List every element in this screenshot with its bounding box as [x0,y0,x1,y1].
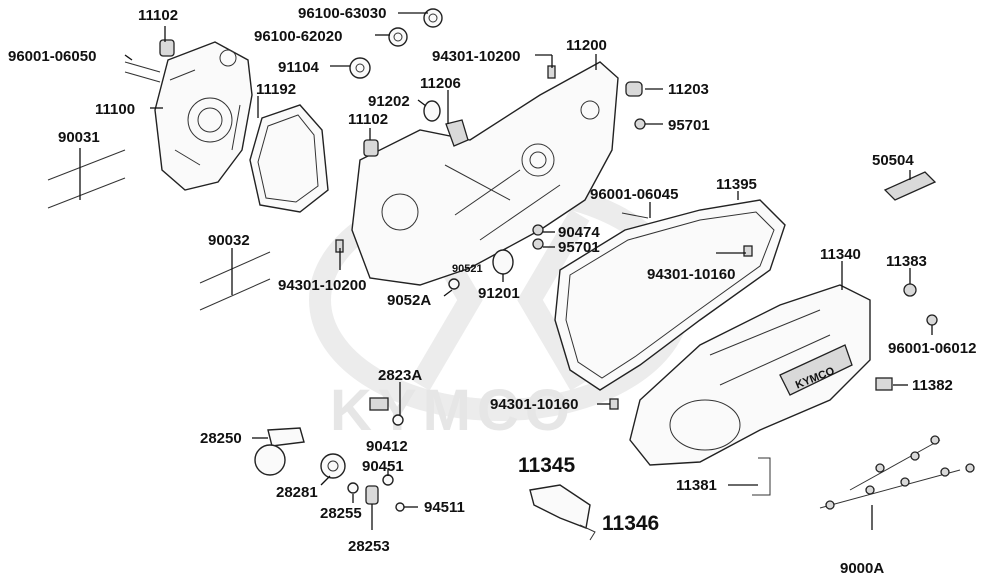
studs-90032 [199,251,271,311]
label-11382: 11382 [912,377,953,394]
bolt-95701-mid [532,238,544,250]
label-2823A: 2823A [378,367,422,384]
label-28281: 28281 [276,484,318,501]
spindle-2823A [369,397,389,411]
filter-50504 [883,171,937,201]
label-11395: 11395 [716,176,757,193]
studs-90031 [47,149,126,209]
seal-91201 [492,249,514,275]
bearing-91104 [349,57,371,79]
seal-91202 [423,100,441,122]
label-28253: 28253 [348,538,390,555]
gear-28281 [320,453,346,479]
label-90521: 90521 [452,263,483,275]
bushing-11102-mid [363,139,379,157]
bolt-96001-06012 [926,314,938,326]
bolt-96001-06050 [124,61,161,83]
bolt-set-9000A [819,435,975,510]
bracket-11381 [752,457,771,496]
bracket-11206 [445,119,469,147]
label-11345: 11345 [518,454,576,477]
label-96100-62020: 96100-62020 [254,28,342,45]
label-96001-06045: 96001-06045 [590,186,678,203]
label-50504: 50504 [872,152,914,169]
clip-11383 [903,283,917,297]
left-gasket [249,104,329,213]
washer-90451 [382,474,394,486]
pin-94301-10160-upper [743,245,753,257]
label-96100-63030: 96100-63030 [298,5,386,22]
nut-90474 [532,224,544,236]
right-crankcase [351,61,619,286]
label-11102-mid: 11102 [348,111,388,128]
label-11100: 11100 [95,101,135,118]
bushing-28253 [365,485,379,505]
label-94511: 94511 [424,499,465,516]
label-90451: 90451 [362,458,404,475]
label-11383: 11383 [886,253,927,270]
bearing-96100-62020 [388,27,408,47]
label-94301-10160-lower: 94301-10160 [490,396,578,413]
label-91201: 91201 [478,285,520,302]
label-11381: 11381 [676,477,717,494]
washer-90412 [392,414,404,426]
washer-28255 [347,482,359,494]
label-28255: 28255 [320,505,362,522]
label-94301-10200-left: 94301-10200 [278,277,366,294]
label-94301-10200-top: 94301-10200 [432,48,520,65]
label-90031: 90031 [58,129,100,146]
bushing-11102-top [159,39,175,57]
duct-11345 [529,484,591,529]
label-95701-mid: 95701 [558,239,600,256]
label-96001-06012: 96001-06012 [888,340,976,357]
label-91104: 91104 [278,59,320,76]
damper-11382 [875,377,893,391]
left-crankcase-half [154,41,253,191]
kickstart-shaft-28250 [254,427,305,476]
label-28250: 28250 [200,430,242,447]
crankcase-cover: KYMCO [629,284,871,466]
cap-11203 [625,81,643,97]
bolt-95701-top [634,118,646,130]
bolt-96001-06045 [621,212,649,219]
part-labels: 11102 96100-63030 96100-62020 96001-0605… [8,5,976,577]
label-96001-06050: 96001-06050 [8,48,96,65]
label-11192: 11192 [256,81,296,98]
label-95701-top: 95701 [668,117,710,134]
label-11200: 11200 [566,37,607,54]
label-91202: 91202 [368,93,410,110]
label-90474: 90474 [558,224,600,241]
label-11346: 11346 [602,512,659,535]
bearing-96100-63030 [423,8,443,28]
washer-9052A [448,278,460,290]
label-9000A: 9000A [840,560,884,577]
label-94301-10160-upper: 94301-10160 [647,266,735,283]
label-9052A: 9052A [387,292,431,309]
label-11203: 11203 [668,81,709,98]
label-11102-top: 11102 [138,7,178,24]
cover-gasket [554,199,786,391]
pin-94301-10160-lower [609,398,619,410]
clip-94511 [395,502,405,512]
label-11340: 11340 [820,246,861,263]
clamp-11346 [579,524,596,541]
leader-lines [79,12,933,530]
label-11206: 11206 [420,75,461,92]
label-90412: 90412 [366,438,408,455]
label-90032: 90032 [208,232,250,249]
